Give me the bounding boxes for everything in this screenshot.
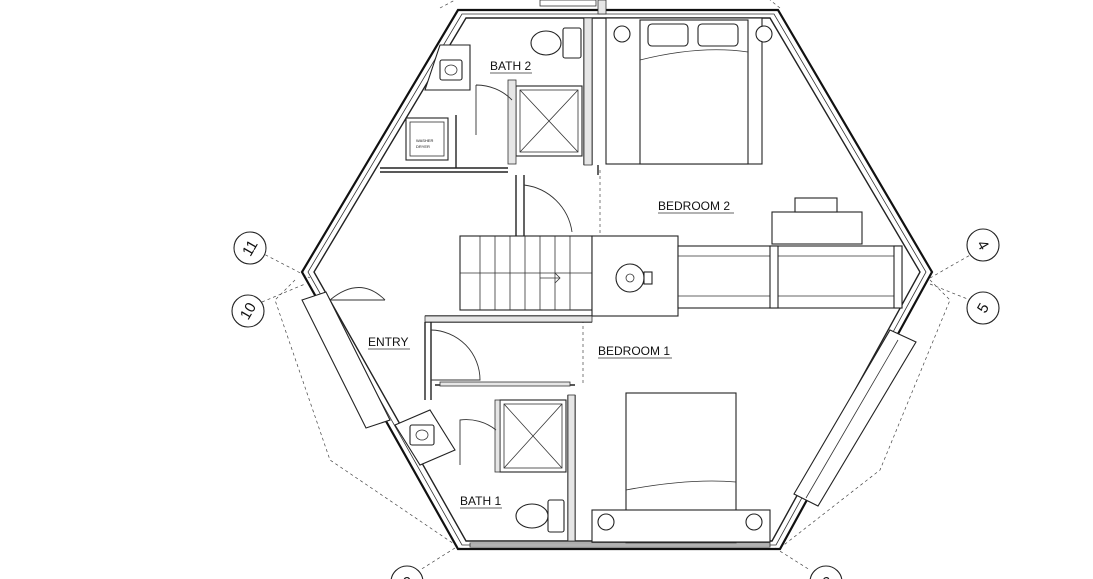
bath-1: BATH 1 xyxy=(394,381,576,542)
room-label-bath-1: BATH 1 xyxy=(460,494,501,508)
bath-2: WASHER DRYER BATH 2 xyxy=(380,17,593,173)
entry: ENTRY xyxy=(301,287,481,429)
grid-label-9: 9 xyxy=(403,574,411,579)
grid-marker-9: 9 xyxy=(390,565,424,579)
room-label-bedroom-2: BEDROOM 2 xyxy=(658,199,730,213)
grid-label-11: 11 xyxy=(239,237,262,259)
grid-label-10: 10 xyxy=(237,300,260,323)
exterior-walls xyxy=(300,8,934,551)
stair xyxy=(459,235,903,317)
grid-marker-4: 4 xyxy=(966,228,1000,262)
grid-marker-6: 6 xyxy=(809,565,843,579)
room-label-bath-2: BATH 2 xyxy=(490,59,531,73)
bedroom-2: BEDROOM 2 xyxy=(515,17,863,245)
dryer-label: DRYER xyxy=(416,144,430,149)
room-label-entry: ENTRY xyxy=(368,335,408,349)
window-strips xyxy=(469,0,771,548)
bedroom-1: BEDROOM 1 xyxy=(591,329,917,544)
interior-partition xyxy=(424,315,593,323)
grid-marker-10: 10 xyxy=(231,294,265,328)
grid-marker-5: 5 xyxy=(966,291,1000,325)
grid-label-6: 6 xyxy=(822,574,830,579)
washer-label: WASHER xyxy=(416,138,434,143)
grid-marker-11: 11 xyxy=(233,231,267,265)
room-label-bedroom-1: BEDROOM 1 xyxy=(598,344,670,358)
